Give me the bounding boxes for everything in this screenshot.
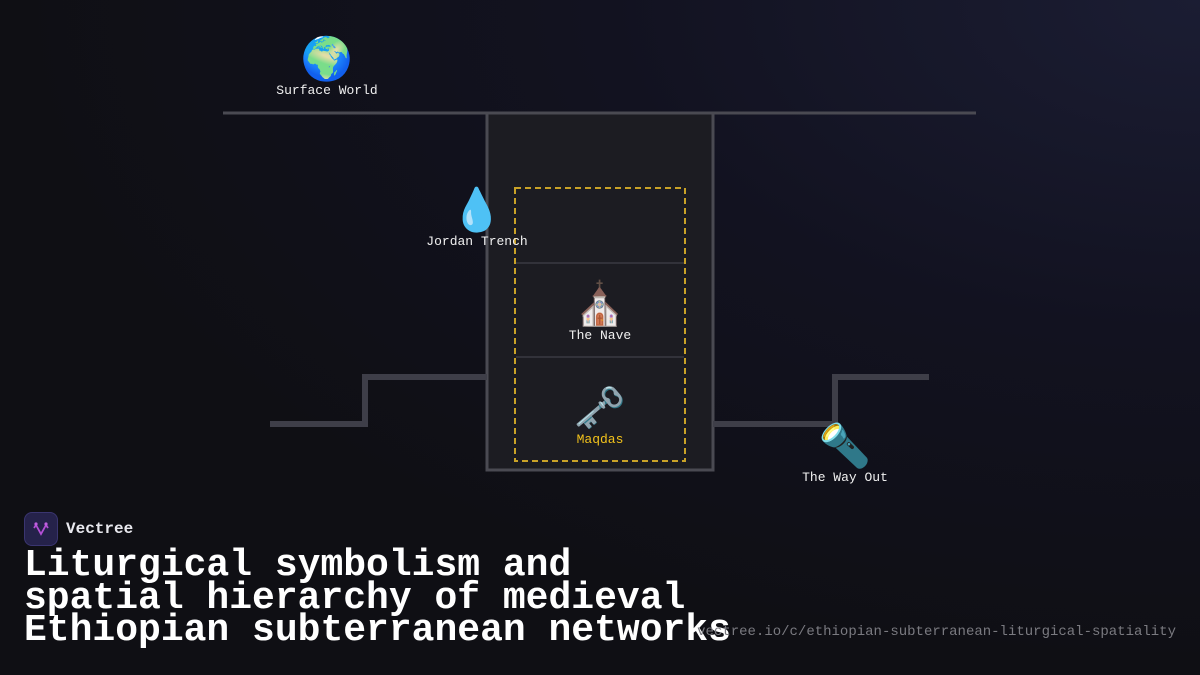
node-label: Maqdas: [576, 432, 624, 447]
globe-icon: 🌍: [300, 34, 354, 83]
node-maqdas[interactable]: 🗝️ Maqdas: [573, 383, 627, 448]
chamber-shaft: [485, 111, 715, 472]
key-icon: 🗝️: [573, 383, 627, 432]
node-label: The Nave: [568, 328, 632, 343]
node-label: Jordan Trench: [426, 234, 528, 249]
node-jordan-trench[interactable]: 💧 Jordan Trench: [426, 185, 528, 250]
droplet-icon: 💧: [450, 185, 504, 234]
node-label: The Way Out: [802, 470, 888, 485]
sanctuary-boundary: [514, 187, 686, 462]
title-line: spatial hierarchy of medieval: [24, 576, 686, 620]
node-the-way-out[interactable]: 🔦 The Way Out: [802, 421, 888, 486]
tunnel-right: [713, 374, 929, 427]
vectree-logo-icon: [24, 512, 58, 546]
node-the-nave[interactable]: ⛪ The Nave: [568, 279, 632, 344]
tunnel-left: [270, 374, 487, 427]
page-title: Liturgical symbolism and spatial hierarc…: [24, 547, 731, 650]
brand-name: Vectree: [66, 520, 134, 538]
church-icon: ⛪: [573, 279, 627, 328]
node-surface-world[interactable]: 🌍 Surface World: [276, 34, 378, 99]
source-url[interactable]: vectree.io/c/ethiopian-subterranean-litu…: [697, 624, 1176, 640]
flashlight-icon: 🔦: [818, 421, 872, 470]
title-line: Ethiopian subterranean networks: [24, 609, 731, 652]
title-line: Liturgical symbolism and: [24, 544, 572, 587]
brand: Vectree: [24, 512, 133, 546]
node-label: Surface World: [276, 83, 378, 98]
